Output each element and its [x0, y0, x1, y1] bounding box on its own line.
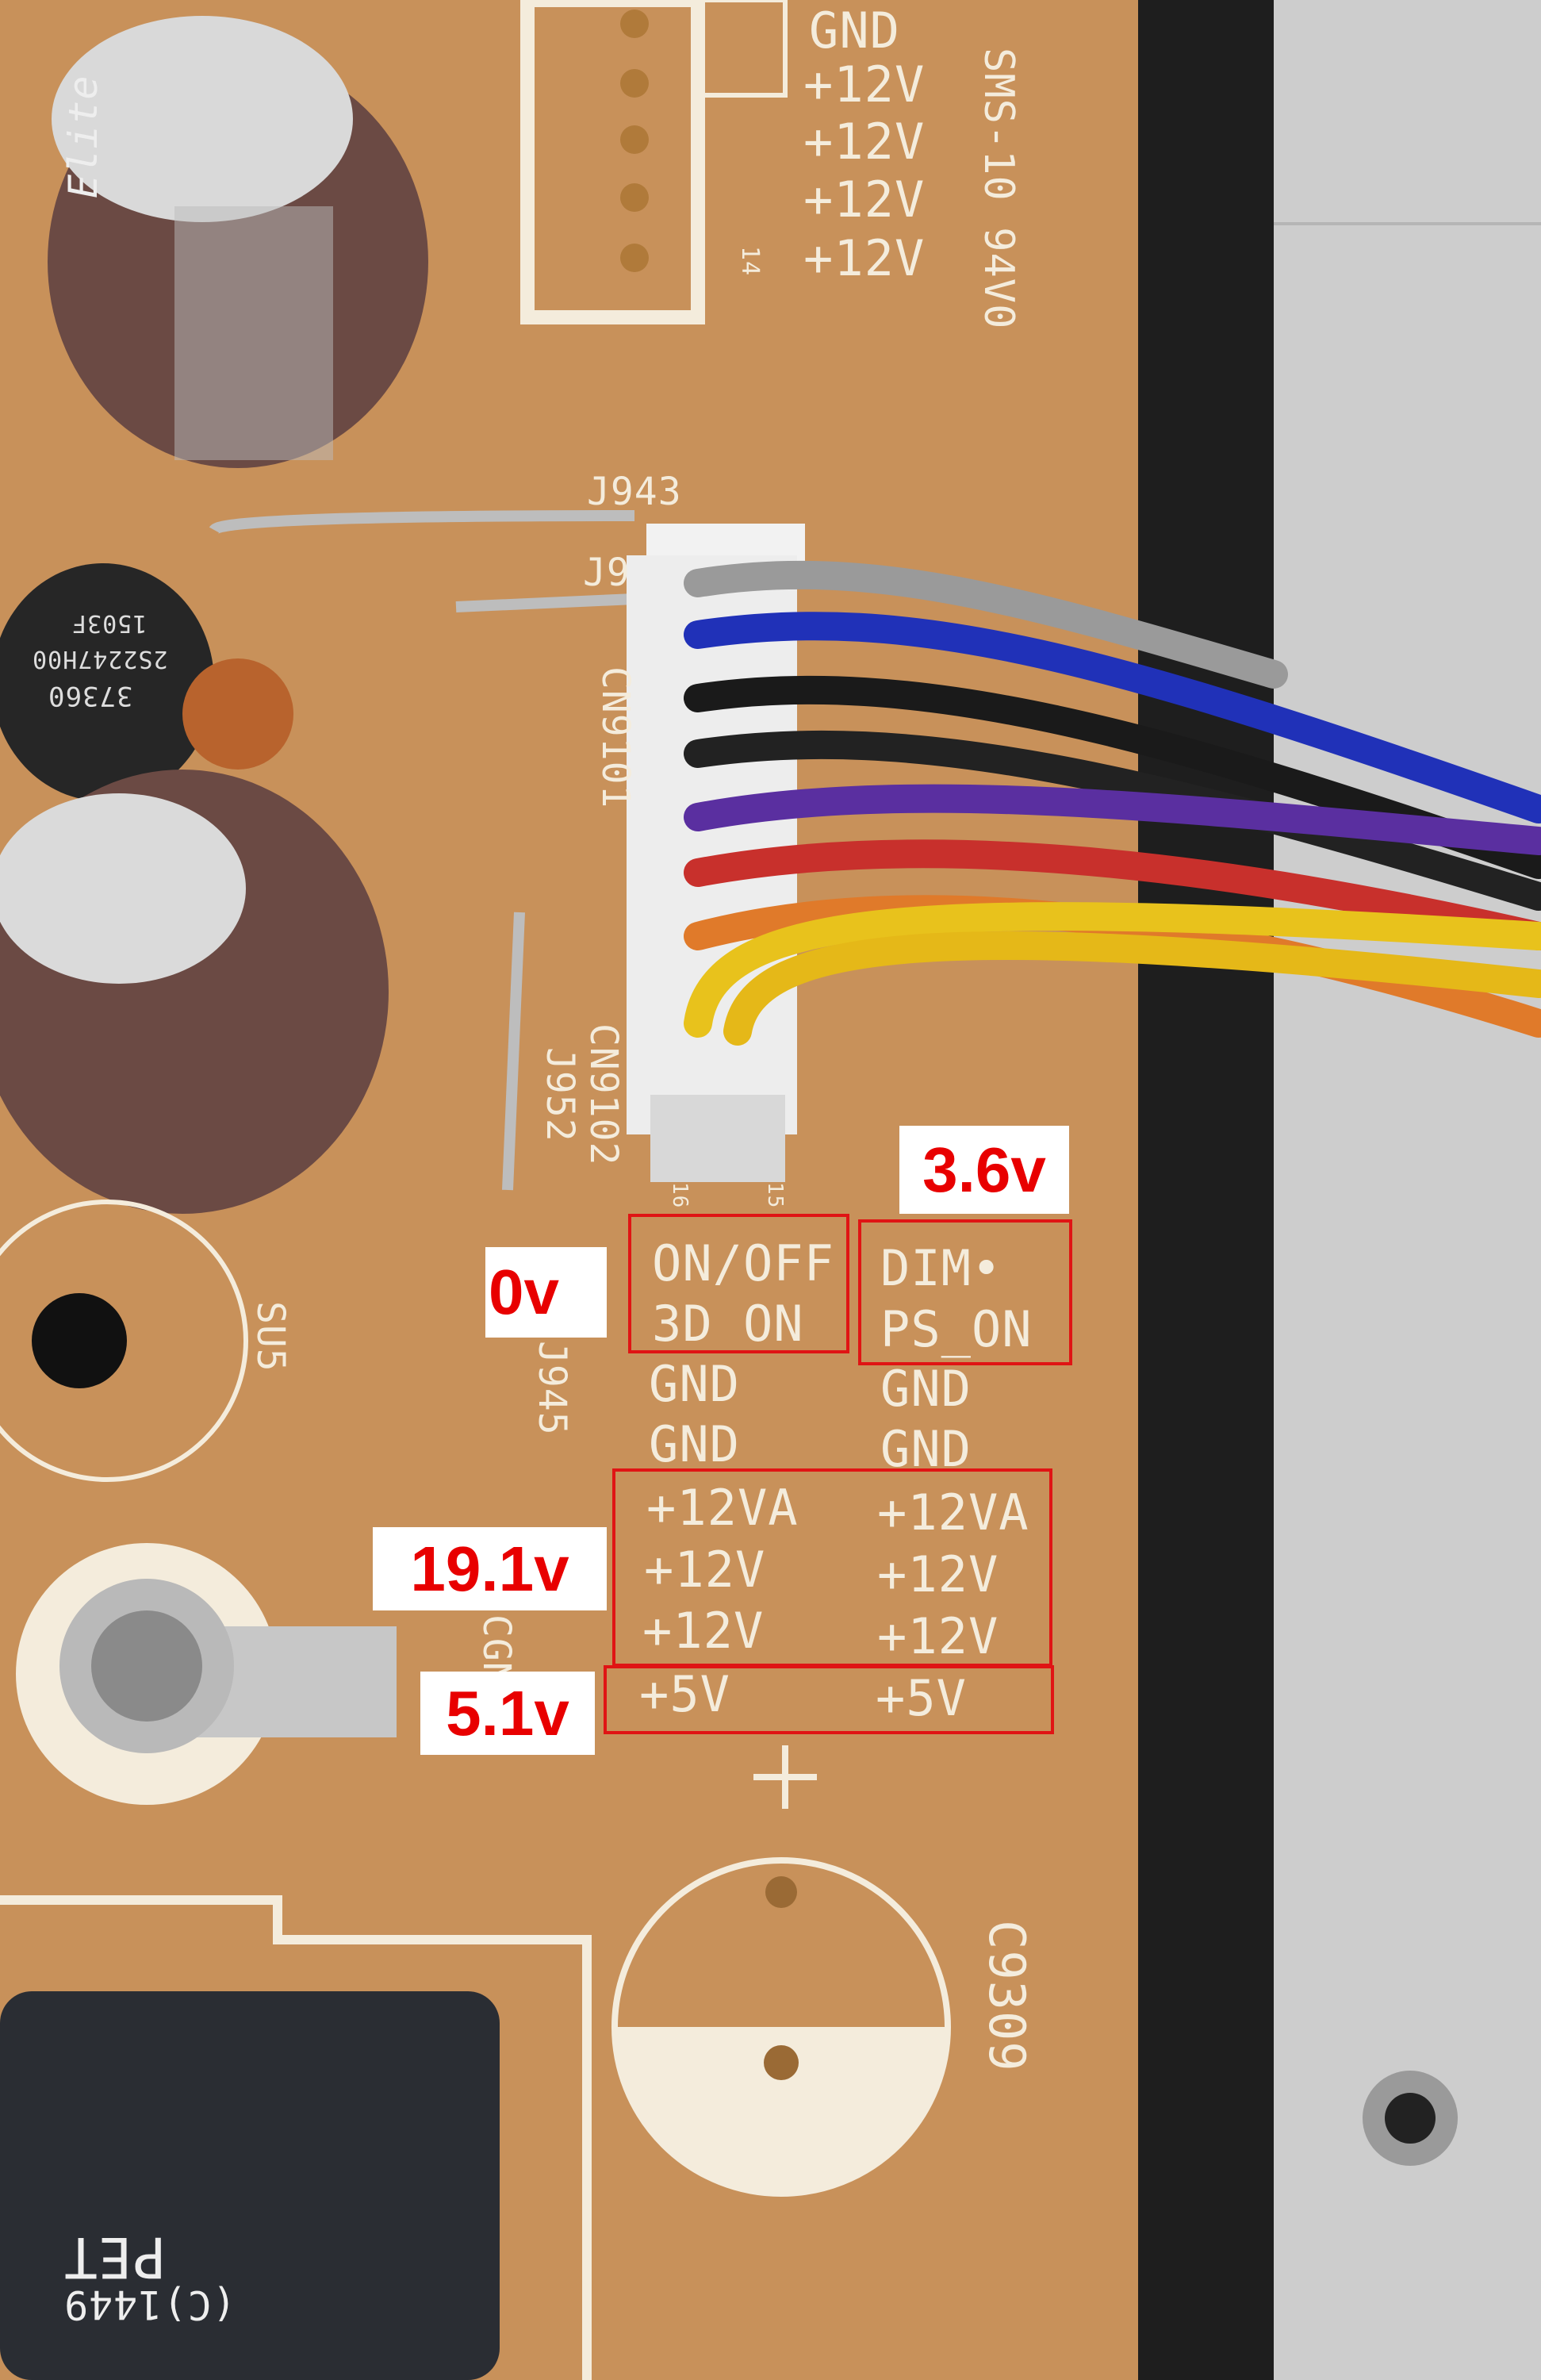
top-pin-label: +12V [803, 56, 926, 113]
voltage-label-on-off: 0v [485, 1247, 607, 1338]
capacitor-c9309-outline [611, 1745, 951, 2197]
designator-su5: SU5 [248, 1301, 293, 1372]
highlight-dim-ps-on [858, 1219, 1072, 1365]
pin-label-on-off: ON/OFF [652, 1234, 834, 1292]
pin-label-ps-on: PS_ON [880, 1300, 1033, 1358]
pin-number-15: 15 [763, 1182, 787, 1209]
voltage-label-12v: 19.1v [373, 1527, 607, 1610]
pin-label-3d-on: 3D_ON [652, 1295, 804, 1353]
pin-label-12va: +12VA [646, 1479, 799, 1537]
connector-cn9101 [627, 555, 797, 1134]
top-pin-label: GND [809, 2, 900, 60]
choke-text: 2S2247H00 [32, 645, 168, 673]
capacitor-top-left [48, 16, 428, 468]
top-pin-label: +12V [803, 229, 926, 287]
pin-label-12va: +12VA [877, 1484, 1029, 1541]
chassis-panel [1274, 0, 1541, 2380]
capacitor-text: (C)1449 [63, 2282, 236, 2328]
wire-harness [684, 560, 1541, 1046]
designator-j945: J945 [530, 1341, 574, 1436]
voltage-label-dim-ps-on: 3.6v [899, 1126, 1069, 1214]
choke-inductor [0, 563, 293, 801]
pin-label-gnd: GND [880, 1360, 972, 1418]
voltage-label-5v: 5.1v [420, 1672, 595, 1755]
jumper-j952 [502, 912, 525, 1191]
board-marking: SMS-10 94V0 [975, 48, 1022, 330]
choke-text: 1503F [71, 609, 148, 637]
pin-number-14: 14 [736, 246, 764, 277]
pin-label-dim: DIM• [880, 1239, 1002, 1297]
pin-label-gnd: GND [649, 1415, 740, 1473]
pin-number-16: 16 [668, 1182, 692, 1209]
designator-c9309: C9309 [978, 1920, 1036, 2072]
highlight-5v-rail [604, 1665, 1054, 1734]
top-pin-label: +12V [803, 113, 926, 171]
choke-text: 37360 [48, 680, 133, 712]
pin-label-gnd: GND [880, 1420, 972, 1478]
black-frame [1138, 0, 1274, 2380]
designator-j943: J943 [587, 470, 682, 514]
capacitor-bottom-left [0, 1991, 500, 2380]
designator-j9: J9 [583, 551, 631, 595]
pin-label-12v: +12V [642, 1602, 765, 1660]
ground-screw [16, 1543, 397, 1805]
capacitor-text: PET [63, 2225, 167, 2290]
jumper-j943 [209, 510, 635, 535]
pin-label-5v: +5V [876, 1669, 967, 1727]
pin-label-12v: +12V [644, 1541, 766, 1599]
capacitor-mid-left [0, 770, 389, 1214]
top-pin-label: +12V [803, 171, 926, 228]
pin-label-5v: +5V [639, 1665, 730, 1723]
highlight-on-off-3d-on [628, 1214, 849, 1353]
designator-cn9101: CN9101 [593, 666, 638, 809]
mounting-hole-su5 [0, 1200, 248, 1482]
capacitor-brand: Elite [60, 75, 106, 198]
designator-cn9102: CN9102 [581, 1023, 626, 1166]
designator-j952: J952 [538, 1047, 582, 1142]
pin-label-gnd: GND [649, 1355, 740, 1413]
highlight-12v-rails [612, 1468, 1052, 1667]
pin-label-12v: +12V [877, 1545, 999, 1603]
pin-label-12v: +12V [877, 1607, 999, 1665]
